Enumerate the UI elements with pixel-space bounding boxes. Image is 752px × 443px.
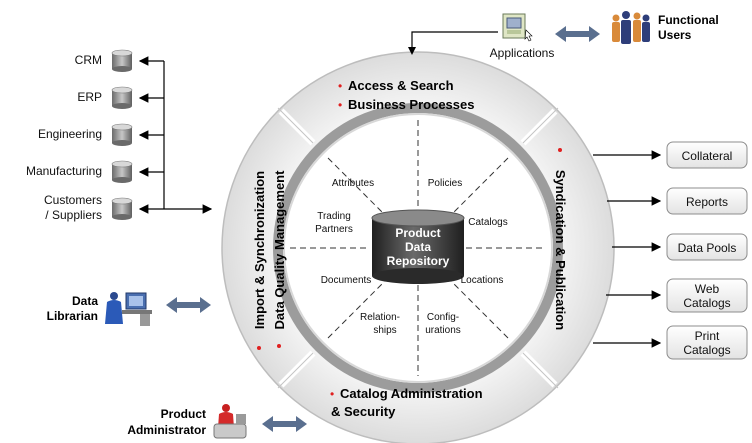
source-suppliers: / Suppliers xyxy=(45,208,102,222)
database-icon xyxy=(111,197,133,220)
spokes xyxy=(290,120,546,376)
spoke-documents: Documents xyxy=(321,275,372,286)
data-librarian-label-2: Librarian xyxy=(47,309,98,323)
ring-right-labels: Syndication & Publication xyxy=(553,148,568,330)
source-engineering: Engineering xyxy=(38,127,102,141)
spoke-policies: Policies xyxy=(428,178,462,189)
spoke-labels: Attributes Policies Trading Partners Cat… xyxy=(315,178,508,336)
librarian-arrow xyxy=(166,297,211,313)
spoke-configurations-1: Config- xyxy=(427,312,459,323)
data-librarian-label-1: Data xyxy=(72,294,98,308)
output-web-catalogs: Web Catalogs xyxy=(666,278,748,313)
svg-text:•: • xyxy=(338,79,342,93)
svg-text:Reports: Reports xyxy=(686,195,728,209)
applications: Applications xyxy=(408,13,555,60)
product-admin-label-1: Product xyxy=(161,407,206,421)
ring-top-1: Access & Search xyxy=(348,78,454,93)
spoke-catalogs: Catalogs xyxy=(468,217,507,228)
functional-users-icon xyxy=(612,11,650,44)
administrator-arrow xyxy=(262,416,307,432)
outputs: Collateral Reports Data Pools Web Catalo… xyxy=(593,141,748,360)
output-collateral: Collateral xyxy=(666,141,748,169)
database-icon xyxy=(111,160,133,183)
svg-text:Data Pools: Data Pools xyxy=(678,241,737,255)
ring-left-2: Data Quality Management xyxy=(272,170,287,330)
spoke-configurations-2: urations xyxy=(425,325,461,336)
svg-text:•: • xyxy=(338,98,342,112)
product-administrator: Product Administrator xyxy=(127,404,247,439)
data-sources: CRM ERP Engineering Manufacturing Custom xyxy=(26,49,213,222)
output-data-pools: Data Pools xyxy=(666,233,748,261)
functional-users-label-1: Functional xyxy=(658,13,719,27)
source-crm: CRM xyxy=(75,53,102,67)
ring-top-labels: • Access & Search • Business Processes xyxy=(338,78,474,112)
svg-text:Catalogs: Catalogs xyxy=(683,343,730,357)
ring-bottom-1: Catalog Administration xyxy=(340,386,483,401)
applications-icon xyxy=(502,13,533,42)
svg-text:Collateral: Collateral xyxy=(682,149,733,163)
applications-label: Applications xyxy=(490,46,555,60)
svg-text:Web: Web xyxy=(695,282,720,296)
svg-text:•: • xyxy=(330,387,334,401)
database-icon xyxy=(111,49,133,72)
ring-bottom-2: & Security xyxy=(331,404,396,419)
source-customers: Customers xyxy=(44,193,102,207)
ring-left-labels: Import & Synchronization Data Quality Ma… xyxy=(252,170,287,350)
output-print-catalogs: Print Catalogs xyxy=(666,325,748,360)
database-icon xyxy=(111,123,133,146)
ring-bottom-labels: • Catalog Administration & Security xyxy=(330,386,483,419)
functional-users-label-2: Users xyxy=(658,28,692,42)
spoke-trading-1: Trading xyxy=(317,211,351,222)
source-manufacturing: Manufacturing xyxy=(26,164,102,178)
repo-label-3: Repository xyxy=(387,254,450,268)
data-librarian-icon xyxy=(105,292,152,326)
spoke-trading-2: Partners xyxy=(315,224,353,235)
spoke-locations: Locations xyxy=(461,275,504,286)
ring-left-1: Import & Synchronization xyxy=(252,171,267,329)
spoke-relationships-1: Relation- xyxy=(360,312,400,323)
repo-label-2: Data xyxy=(405,240,431,254)
repo-label-1: Product xyxy=(395,226,440,240)
svg-text:Print: Print xyxy=(695,329,720,343)
data-librarian: Data Librarian xyxy=(47,292,152,326)
output-reports: Reports xyxy=(666,187,748,215)
applications-users-arrow xyxy=(555,26,600,42)
source-erp: ERP xyxy=(77,90,102,104)
product-administrator-icon xyxy=(213,404,247,439)
ring-top-2: Business Processes xyxy=(348,97,474,112)
database-icon xyxy=(111,86,133,109)
spoke-relationships-2: ships xyxy=(373,325,396,336)
svg-text:Catalogs: Catalogs xyxy=(683,296,730,310)
spoke-attributes: Attributes xyxy=(332,178,374,189)
product-data-repository: Product Data Repository xyxy=(371,209,465,284)
product-admin-label-2: Administrator xyxy=(127,423,206,437)
ring-right: Syndication & Publication xyxy=(553,170,568,330)
